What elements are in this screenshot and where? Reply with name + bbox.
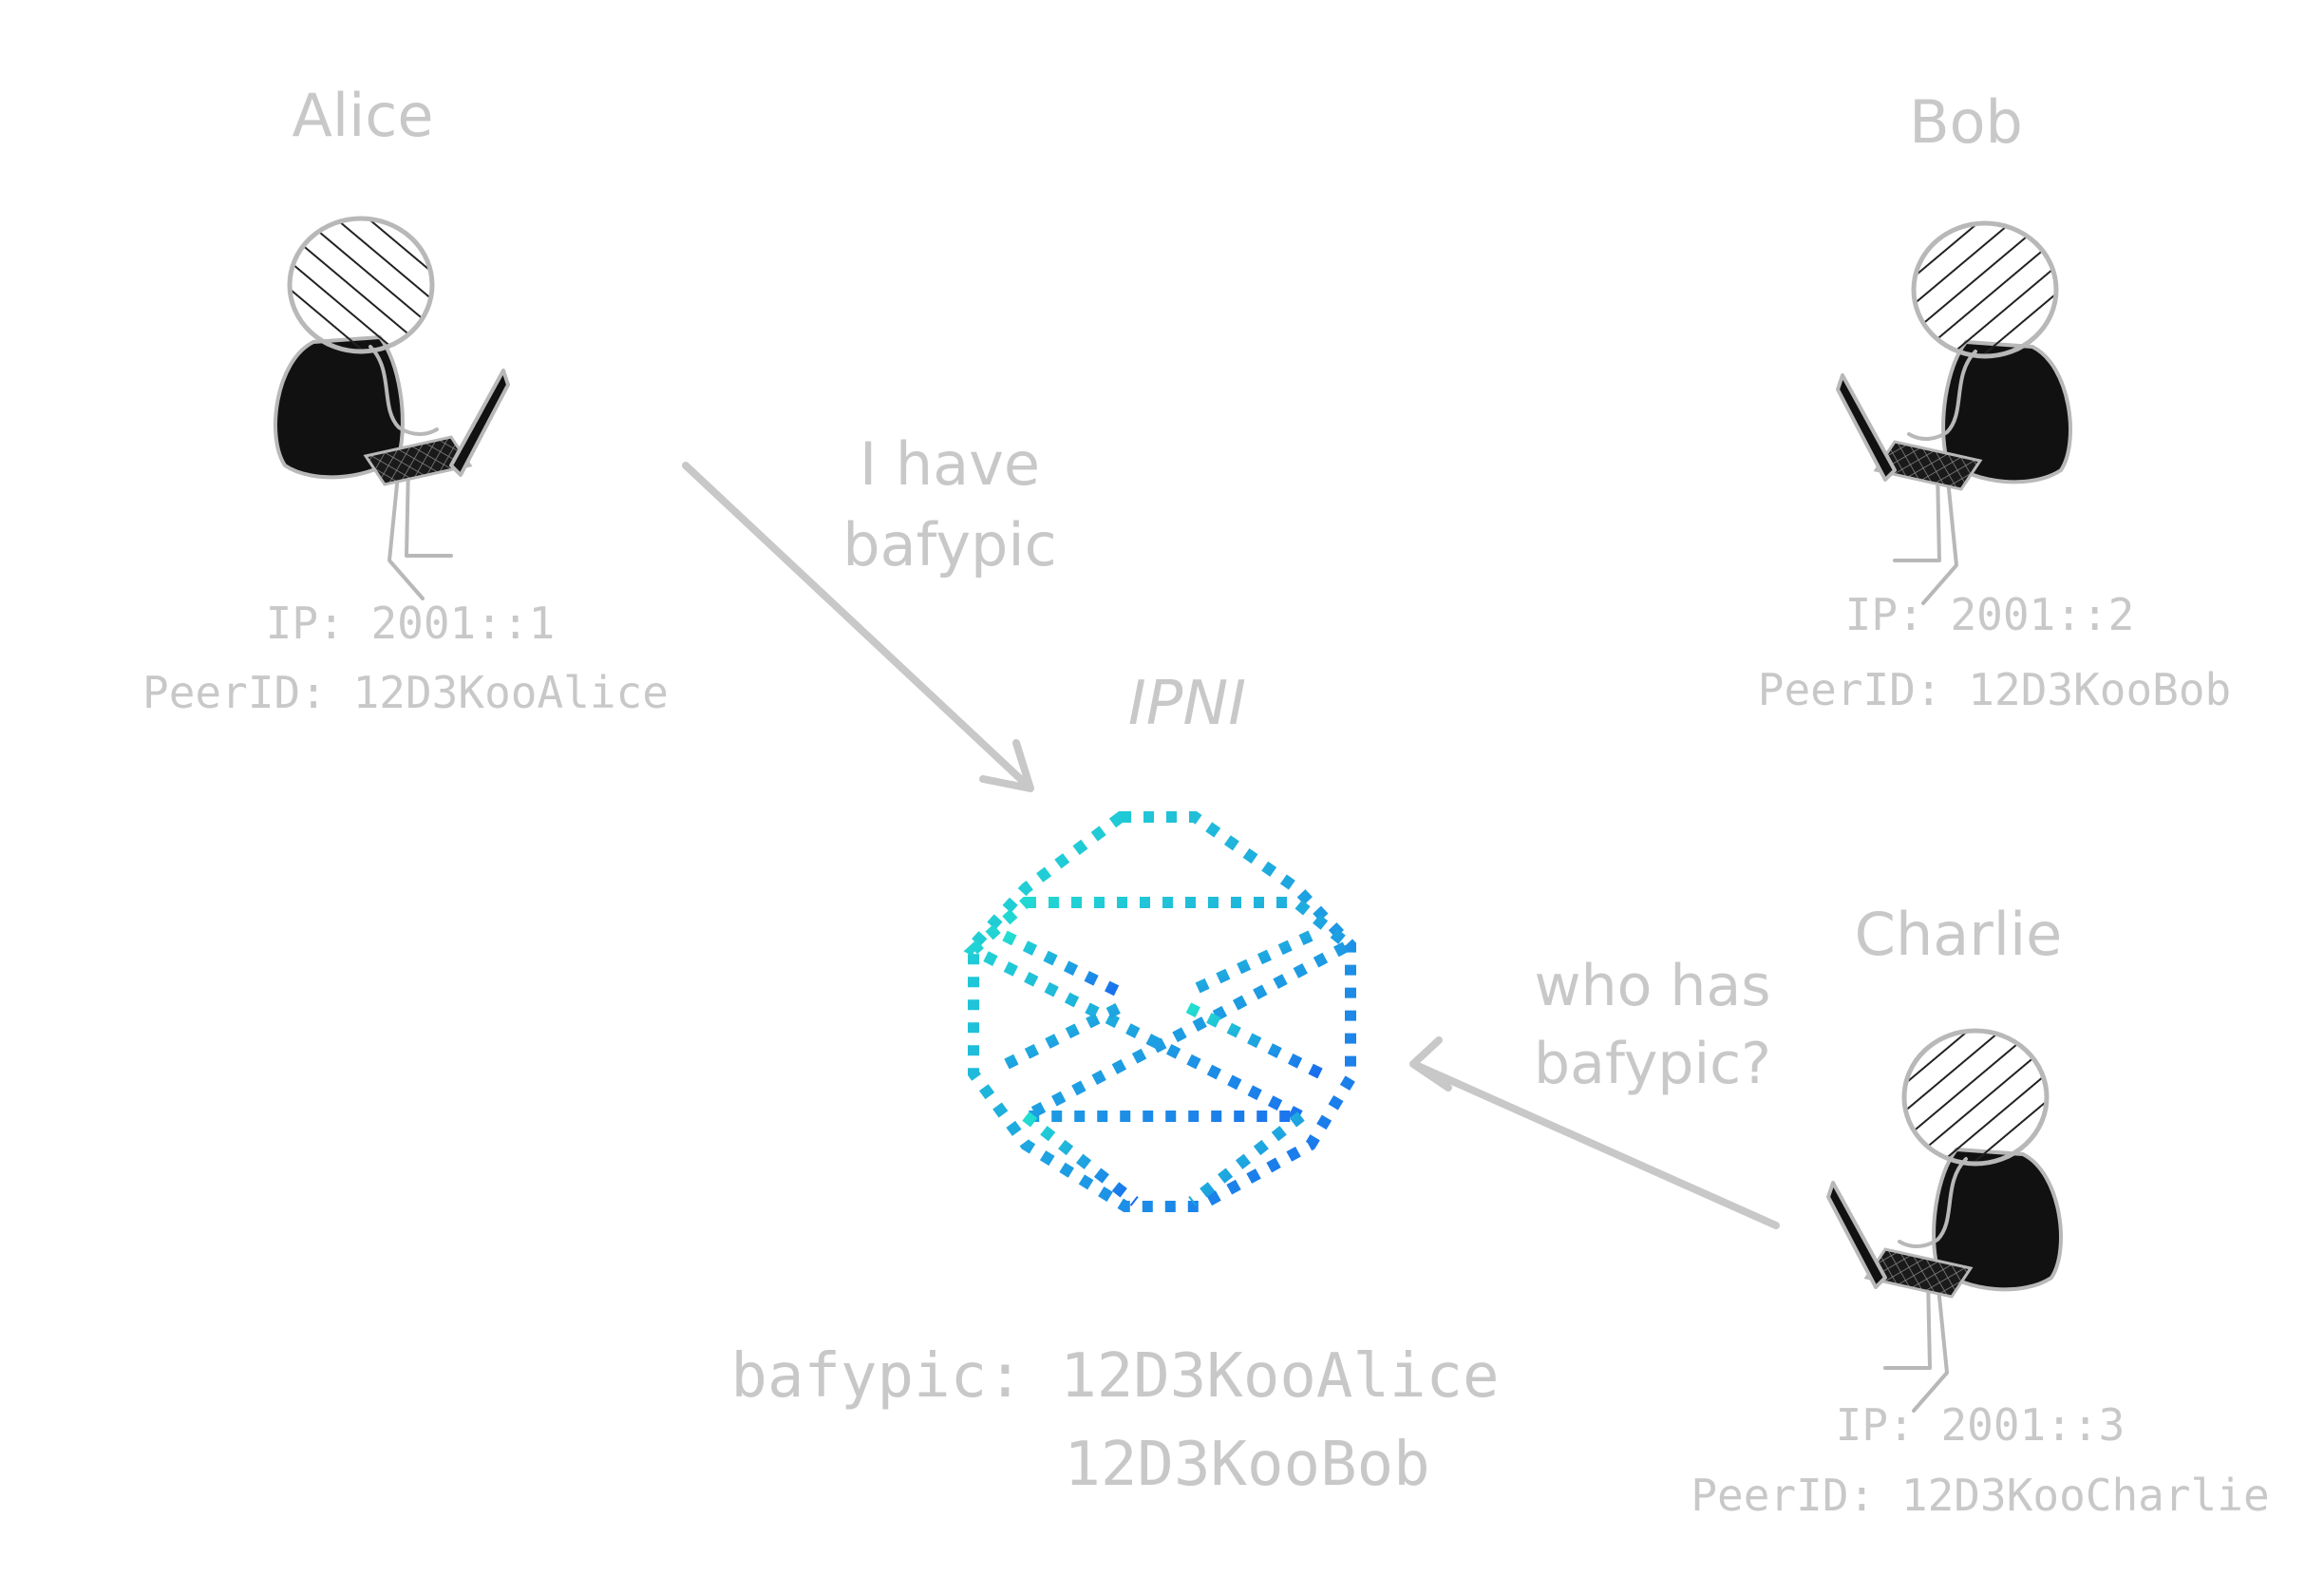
peer-name-charlie: Charlie	[1855, 900, 2063, 969]
query-line-2: bafypic?	[1534, 1031, 1771, 1097]
query-line-1: who has	[1535, 953, 1771, 1019]
person-with-laptop-icon	[275, 218, 508, 598]
person-with-laptop-icon	[1828, 1031, 2061, 1411]
peer-id-alice: PeerID: 12D3KooAlice	[142, 667, 669, 718]
person-with-laptop-icon	[1838, 223, 2070, 603]
peer-name-bob: Bob	[1909, 87, 2023, 157]
peer-id-charlie: PeerID: 12D3KooCharlie	[1691, 1470, 2269, 1521]
peer-ip-bob: IP: 2001::2	[1845, 589, 2135, 640]
peer-charlie: Charlie IP: 2001::3 PeerID: 12D3KooCharl…	[1691, 900, 2269, 1521]
announce-arrow	[682, 462, 1034, 792]
ipni-polyhedron-icon	[963, 811, 1359, 1212]
announce-line-2: bafypic	[842, 510, 1056, 579]
ipni-record-line-1: bafypic: 12D3KooAlice	[730, 1341, 1499, 1412]
peer-alice: Alice IP: 2001::1 PeerID: 12D3KooAlice	[142, 81, 669, 718]
peer-name-alice: Alice	[292, 81, 433, 150]
peer-id-bob: PeerID: 12D3KooBob	[1758, 664, 2232, 715]
ipni-record-line-2: 12D3KooBob	[1064, 1430, 1429, 1500]
ipni-title: IPNI	[1128, 669, 1246, 739]
peer-ip-alice: IP: 2001::1	[266, 598, 556, 649]
query-arrow	[1409, 1036, 1780, 1229]
announce-line-1: I have	[860, 429, 1040, 499]
peer-ip-charlie: IP: 2001::3	[1836, 1399, 2126, 1451]
peer-bob: Bob IP: 2001::2 PeerID: 12D3KooBob	[1758, 87, 2232, 715]
